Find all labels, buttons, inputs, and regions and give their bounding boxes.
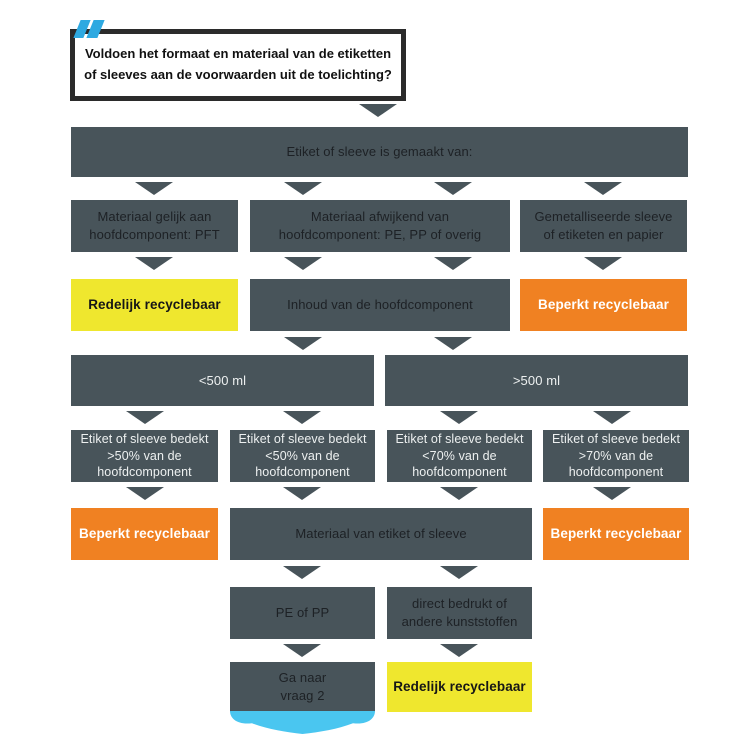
arrow-down-icon [434, 257, 472, 270]
node-bedekt-gt70: Etiket of sleeve bedekt >70% van de hoof… [543, 430, 689, 482]
arrow-down-icon [584, 257, 622, 270]
arrow-down-icon [359, 104, 397, 117]
arrow-down-icon [440, 411, 478, 424]
arrow-down-icon [135, 257, 173, 270]
node-pe-of-pp: PE of PP [230, 587, 375, 639]
arrow-down-icon [284, 182, 322, 195]
node-inhoud-hoofdcomponent: Inhoud van de hoofdcomponent [250, 279, 510, 331]
double-slash-icon [73, 20, 105, 39]
arrow-down-icon [283, 644, 321, 657]
node-groter-500ml: >500 ml [385, 355, 688, 406]
node-bedekt-gt50: Etiket of sleeve bedekt >50% van de hoof… [71, 430, 218, 482]
arrow-down-icon [126, 411, 164, 424]
arrow-down-icon [440, 566, 478, 579]
node-gemetalliseerd: Gemetalliseerde sleeve of etiketen en pa… [520, 200, 687, 252]
arrow-down-icon [284, 337, 322, 350]
arrow-down-icon [283, 566, 321, 579]
question-title: Voldoen het formaat en materiaal van de … [70, 29, 406, 101]
node-redelijk-recyclebaar: Redelijk recyclebaar [71, 279, 238, 331]
node-bedekt-lt70: Etiket of sleeve bedekt <70% van de hoof… [387, 430, 532, 482]
arrow-down-icon [440, 644, 478, 657]
arrow-down-icon [284, 257, 322, 270]
arrow-down-icon [440, 487, 478, 500]
node-materiaal-etiket: Materiaal van etiket of sleeve [230, 508, 532, 560]
arrow-down-icon [126, 487, 164, 500]
arrow-down-icon [283, 487, 321, 500]
arrow-down-icon [584, 182, 622, 195]
node-beperkt-recyclebaar: Beperkt recyclebaar [520, 279, 687, 331]
node-gemaakt-van: Etiket of sleeve is gemaakt van: [71, 127, 688, 177]
curved-ribbon-shape [230, 711, 375, 734]
node-direct-bedrukt: direct bedrukt of andere kunststoffen [387, 587, 532, 639]
arrow-down-icon [593, 487, 631, 500]
arrow-down-icon [434, 337, 472, 350]
arrow-down-icon [283, 411, 321, 424]
node-beperkt-recyclebaar: Beperkt recyclebaar [543, 508, 689, 560]
node-bedekt-lt50: Etiket of sleeve bedekt <50% van de hoof… [230, 430, 375, 482]
arrow-down-icon [135, 182, 173, 195]
node-ga-naar-vraag-2: Ga naar vraag 2 [230, 662, 375, 712]
node-beperkt-recyclebaar: Beperkt recyclebaar [71, 508, 218, 560]
node-materiaal-afwijkend: Materiaal afwijkend van hoofdcomponent: … [250, 200, 510, 252]
node-kleiner-500ml: <500 ml [71, 355, 374, 406]
node-materiaal-gelijk: Materiaal gelijk aan hoofdcomponent: PFT [71, 200, 238, 252]
arrow-down-icon [593, 411, 631, 424]
arrow-down-icon [434, 182, 472, 195]
node-redelijk-recyclebaar: Redelijk recyclebaar [387, 662, 532, 712]
